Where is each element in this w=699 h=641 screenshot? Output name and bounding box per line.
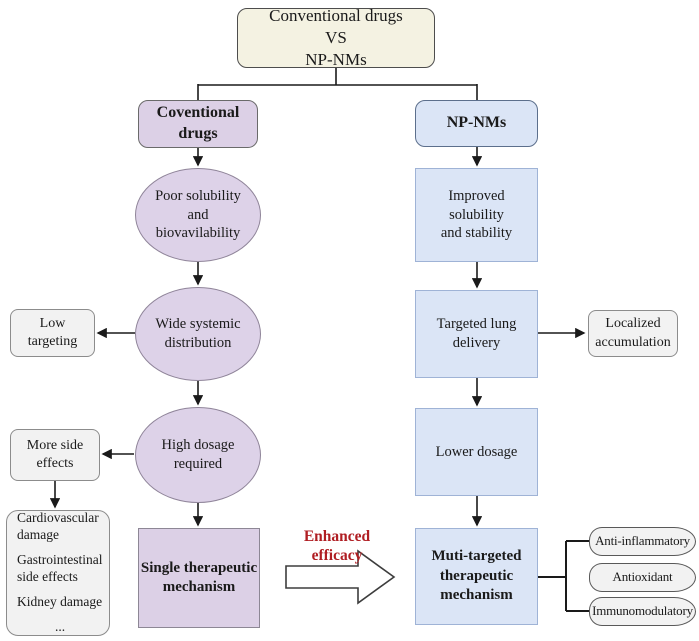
enhanced-efficacy-arrow-icon [285,549,396,605]
multi-targeted-box: Muti-targeted therapeutic mechanism [415,528,538,625]
ellipse-high-dosage: High dosage required [135,407,261,503]
damage-item-gastrointestinal: Gastrointestinal side effects [17,552,103,584]
pills-bracket-line [538,540,589,612]
enhanced-efficacy-label: Enhanced efficacy [303,528,371,565]
low-targeting-box: Low targeting [10,309,95,357]
pill-immunomodulatory: Immunomodulatory [589,597,696,626]
damage-item-ellipsis: ... [54,618,66,634]
localized-accumulation-box: Localized accumulation [588,310,678,357]
ellipse-wide-distribution: Wide systemic distribution [135,287,261,381]
box-targeted-delivery: Targeted lung delivery [415,290,538,378]
pill-anti-inflammatory: Anti-inflammatory [589,527,696,556]
single-mechanism-box: Single therapeutic mechanism [138,528,260,628]
ellipse-poor-solubility: Poor solubility and biovavilability [135,168,261,262]
damage-item-kidney: Kidney damage [17,593,103,609]
box-lower-dosage: Lower dosage [415,408,538,496]
more-side-effects-box: More side effects [10,429,100,481]
damage-list-box: Cardiovascular damage Gastrointestinal s… [6,510,110,636]
pill-antioxidant: Antioxidant [589,563,696,592]
root-node: Conventional drugs VS NP-NMs [237,6,435,69]
box-improved-solubility: Improved solubility and stability [415,168,538,262]
damage-item-cardiovascular: Cardiovascular damage [17,510,99,543]
left-branch-header: Coventional drugs [138,100,258,148]
right-branch-header: NP-NMs [415,100,538,147]
